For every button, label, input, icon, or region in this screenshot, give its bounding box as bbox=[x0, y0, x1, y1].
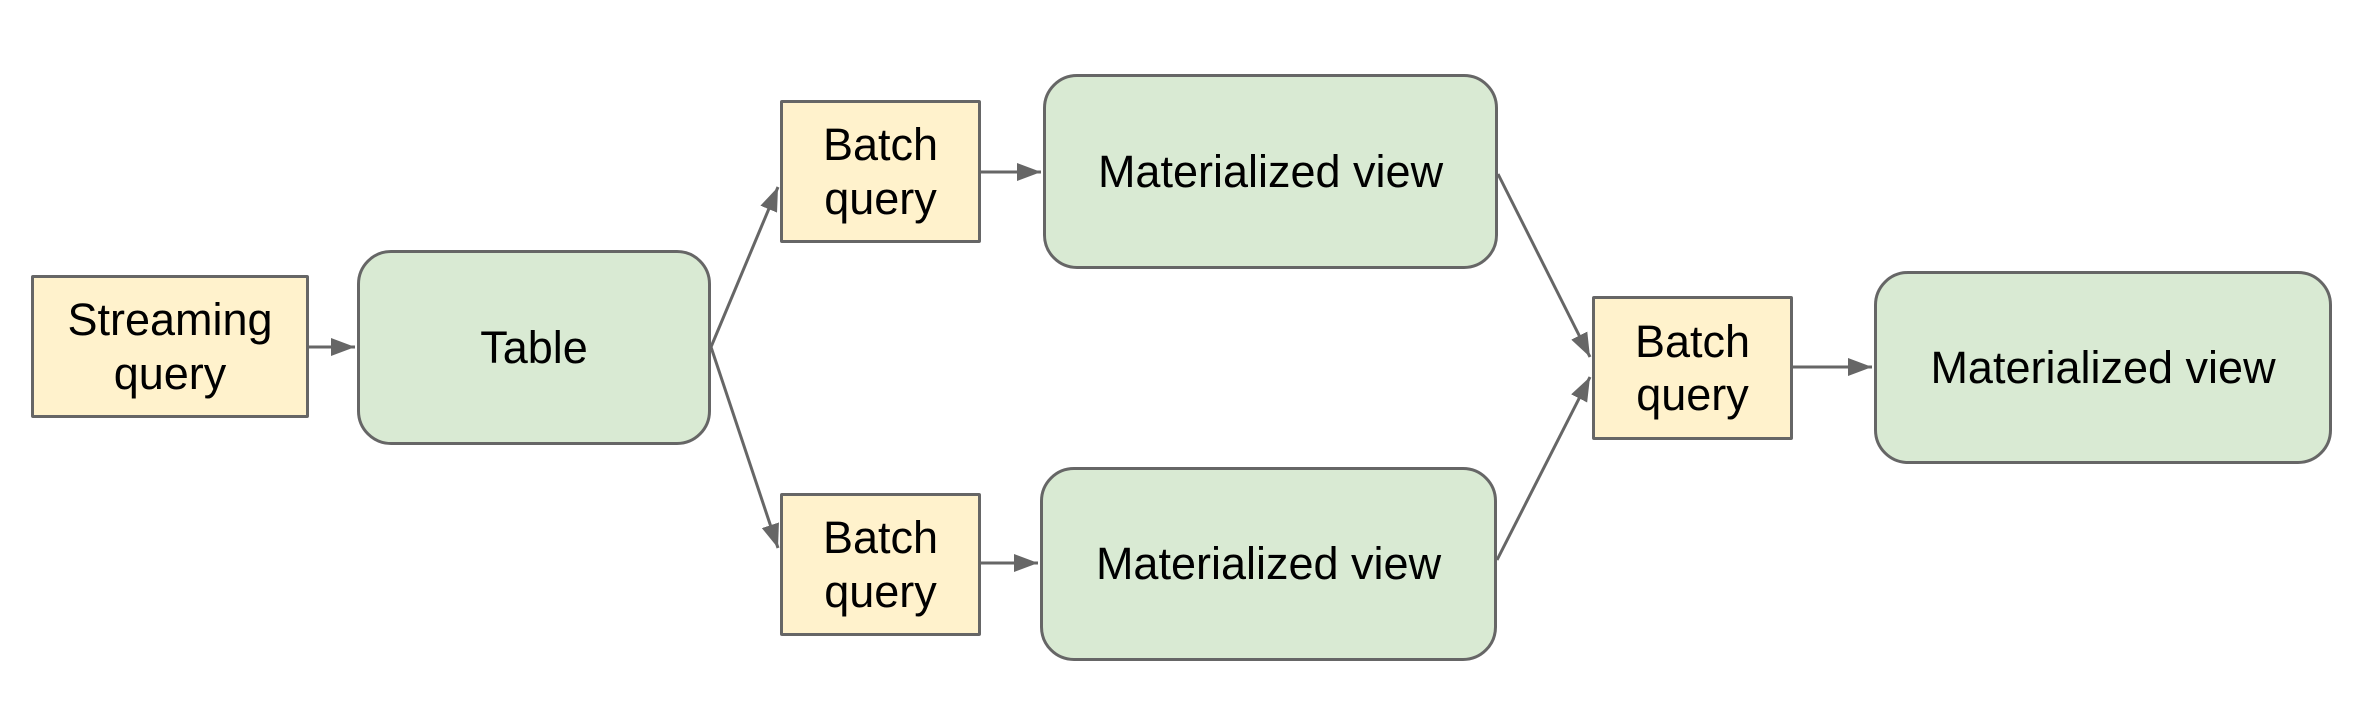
node-materialized-view-final: Materialized view bbox=[1874, 271, 2332, 464]
node-streaming-query: Streaming query bbox=[31, 275, 309, 418]
node-materialized-view-bottom: Materialized view bbox=[1040, 467, 1497, 661]
edge-table-to-batch-query-bottom bbox=[709, 346, 780, 549]
edge-materialized-view-bottom-to-batch-query-join bbox=[1495, 376, 1592, 561]
node-materialized-view-top: Materialized view bbox=[1043, 74, 1498, 269]
node-batch-query-join: Batch query bbox=[1592, 296, 1793, 440]
edge-table-to-batch-query-top bbox=[709, 186, 780, 348]
edge-materialized-view-top-to-batch-query-join bbox=[1496, 173, 1592, 358]
node-batch-query-top: Batch query bbox=[780, 100, 981, 243]
node-batch-query-bottom: Batch query bbox=[780, 493, 981, 636]
node-table: Table bbox=[357, 250, 711, 445]
